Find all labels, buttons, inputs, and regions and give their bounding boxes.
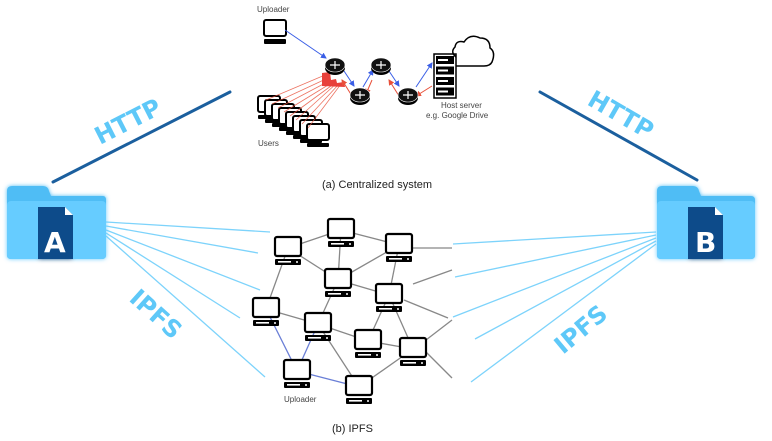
central-uploader-label: Uploader	[257, 5, 290, 14]
document-icon	[38, 207, 73, 259]
peer-computer-icon	[344, 374, 374, 404]
upload-arrow	[388, 70, 400, 87]
peer-link	[425, 351, 453, 379]
router-icon	[397, 87, 419, 105]
peer-computer-icon	[303, 311, 333, 341]
host-server-icon	[433, 53, 457, 99]
users-label: Users	[258, 139, 279, 148]
peer-computer-icon	[251, 296, 281, 326]
peer-computer-icon	[384, 232, 414, 262]
peer-computer-icon	[273, 235, 303, 265]
ipfs-label-right: IPFS	[549, 299, 613, 359]
peer-link	[412, 269, 453, 285]
user-computer-icon	[306, 123, 330, 147]
router-icon	[349, 87, 371, 105]
http-label-left: HTTP	[90, 93, 166, 150]
request-congestion-marker	[322, 72, 345, 87]
peer-link	[425, 319, 453, 341]
ipfs-lines-right	[452, 231, 657, 383]
download-arrow	[415, 85, 433, 97]
peer-link	[403, 299, 449, 319]
uploader-peer-computer-icon	[282, 358, 312, 388]
ipfs-network: Uploader (b) IPFS	[251, 217, 453, 435]
router-icon	[324, 57, 346, 75]
folder-a-letter: A	[44, 226, 66, 259]
ipfs-caption: (b) IPFS	[332, 423, 373, 435]
upload-arrow	[362, 69, 374, 88]
ipfs-uploader-label: Uploader	[284, 395, 317, 404]
centralized-caption: (a) Centralized system	[322, 179, 432, 191]
cloud-icon	[452, 35, 495, 67]
document-icon	[688, 207, 723, 259]
folder-b-letter: B	[695, 226, 716, 259]
peer-computer-icon	[398, 336, 428, 366]
uploader-computer-icon	[263, 19, 287, 44]
centralized-system: Uploader Users	[257, 5, 495, 191]
peer-computer-icon	[353, 328, 383, 358]
upload-arrow	[415, 62, 433, 88]
upload-arrow	[343, 70, 355, 87]
peer-computer-icon	[326, 217, 356, 247]
upload-arrow	[284, 29, 327, 59]
ipfs-label-left: IPFS	[124, 284, 187, 345]
download-arrow	[388, 79, 400, 97]
folder-b[interactable]: B	[657, 186, 755, 259]
ipfs-lines-left	[105, 221, 271, 378]
peer-computer-icon	[323, 267, 353, 297]
http-connection-right	[538, 90, 699, 182]
folder-a[interactable]: A	[7, 186, 106, 259]
host-server-example: e.g. Google Drive	[426, 111, 489, 120]
peer-computer-icon	[374, 282, 404, 312]
host-server-label: Host server	[441, 101, 482, 110]
router-icon	[370, 57, 392, 75]
http-connection-left	[51, 90, 232, 184]
